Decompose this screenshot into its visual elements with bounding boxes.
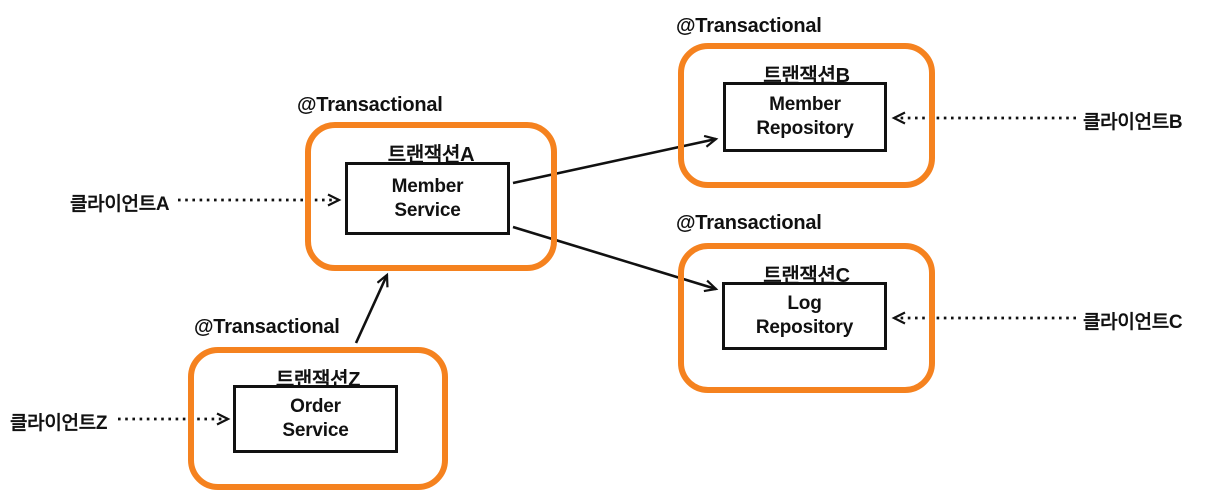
transactional-annotation-z: @Transactional: [194, 316, 340, 338]
component-order-service: Order Service: [233, 385, 398, 453]
transaction-boundary-b: 트랜잭션B Member Repository: [678, 43, 935, 188]
transaction-boundary-z: 트랜잭션Z Order Service: [188, 347, 448, 490]
component-member-repository: Member Repository: [723, 82, 887, 152]
transactional-annotation-c: @Transactional: [676, 212, 822, 234]
component-label-member-repository: Member Repository: [756, 94, 854, 139]
transactional-annotation-a: @Transactional: [297, 94, 443, 116]
component-label-log-repository: Log Repository: [755, 293, 854, 338]
component-log-repository: Log Repository: [722, 282, 887, 350]
transaction-title-a: 트랜잭션A: [387, 144, 475, 166]
component-label-order-service: Order Service: [282, 396, 349, 441]
transactional-annotation-b: @Transactional: [676, 15, 822, 37]
arrow-order-service-to-transaction-a: [354, 272, 389, 344]
client-z-label: 클라이언트Z: [10, 413, 108, 434]
client-b-label: 클라이언트B: [1083, 112, 1183, 133]
client-c-label: 클라이언트C: [1083, 312, 1183, 333]
component-label-member-service: Member Service: [391, 175, 464, 221]
transaction-title-c: 트랜잭션C: [763, 265, 850, 287]
component-member-service: Member Service: [345, 162, 510, 235]
transaction-boundary-a: 트랜잭션A Member Service: [305, 122, 557, 271]
transaction-boundary-c: 트랜잭션C Log Repository: [678, 243, 935, 393]
client-a-label: 클라이언트A: [70, 194, 170, 215]
transaction-title-b: 트랜잭션B: [763, 65, 850, 87]
